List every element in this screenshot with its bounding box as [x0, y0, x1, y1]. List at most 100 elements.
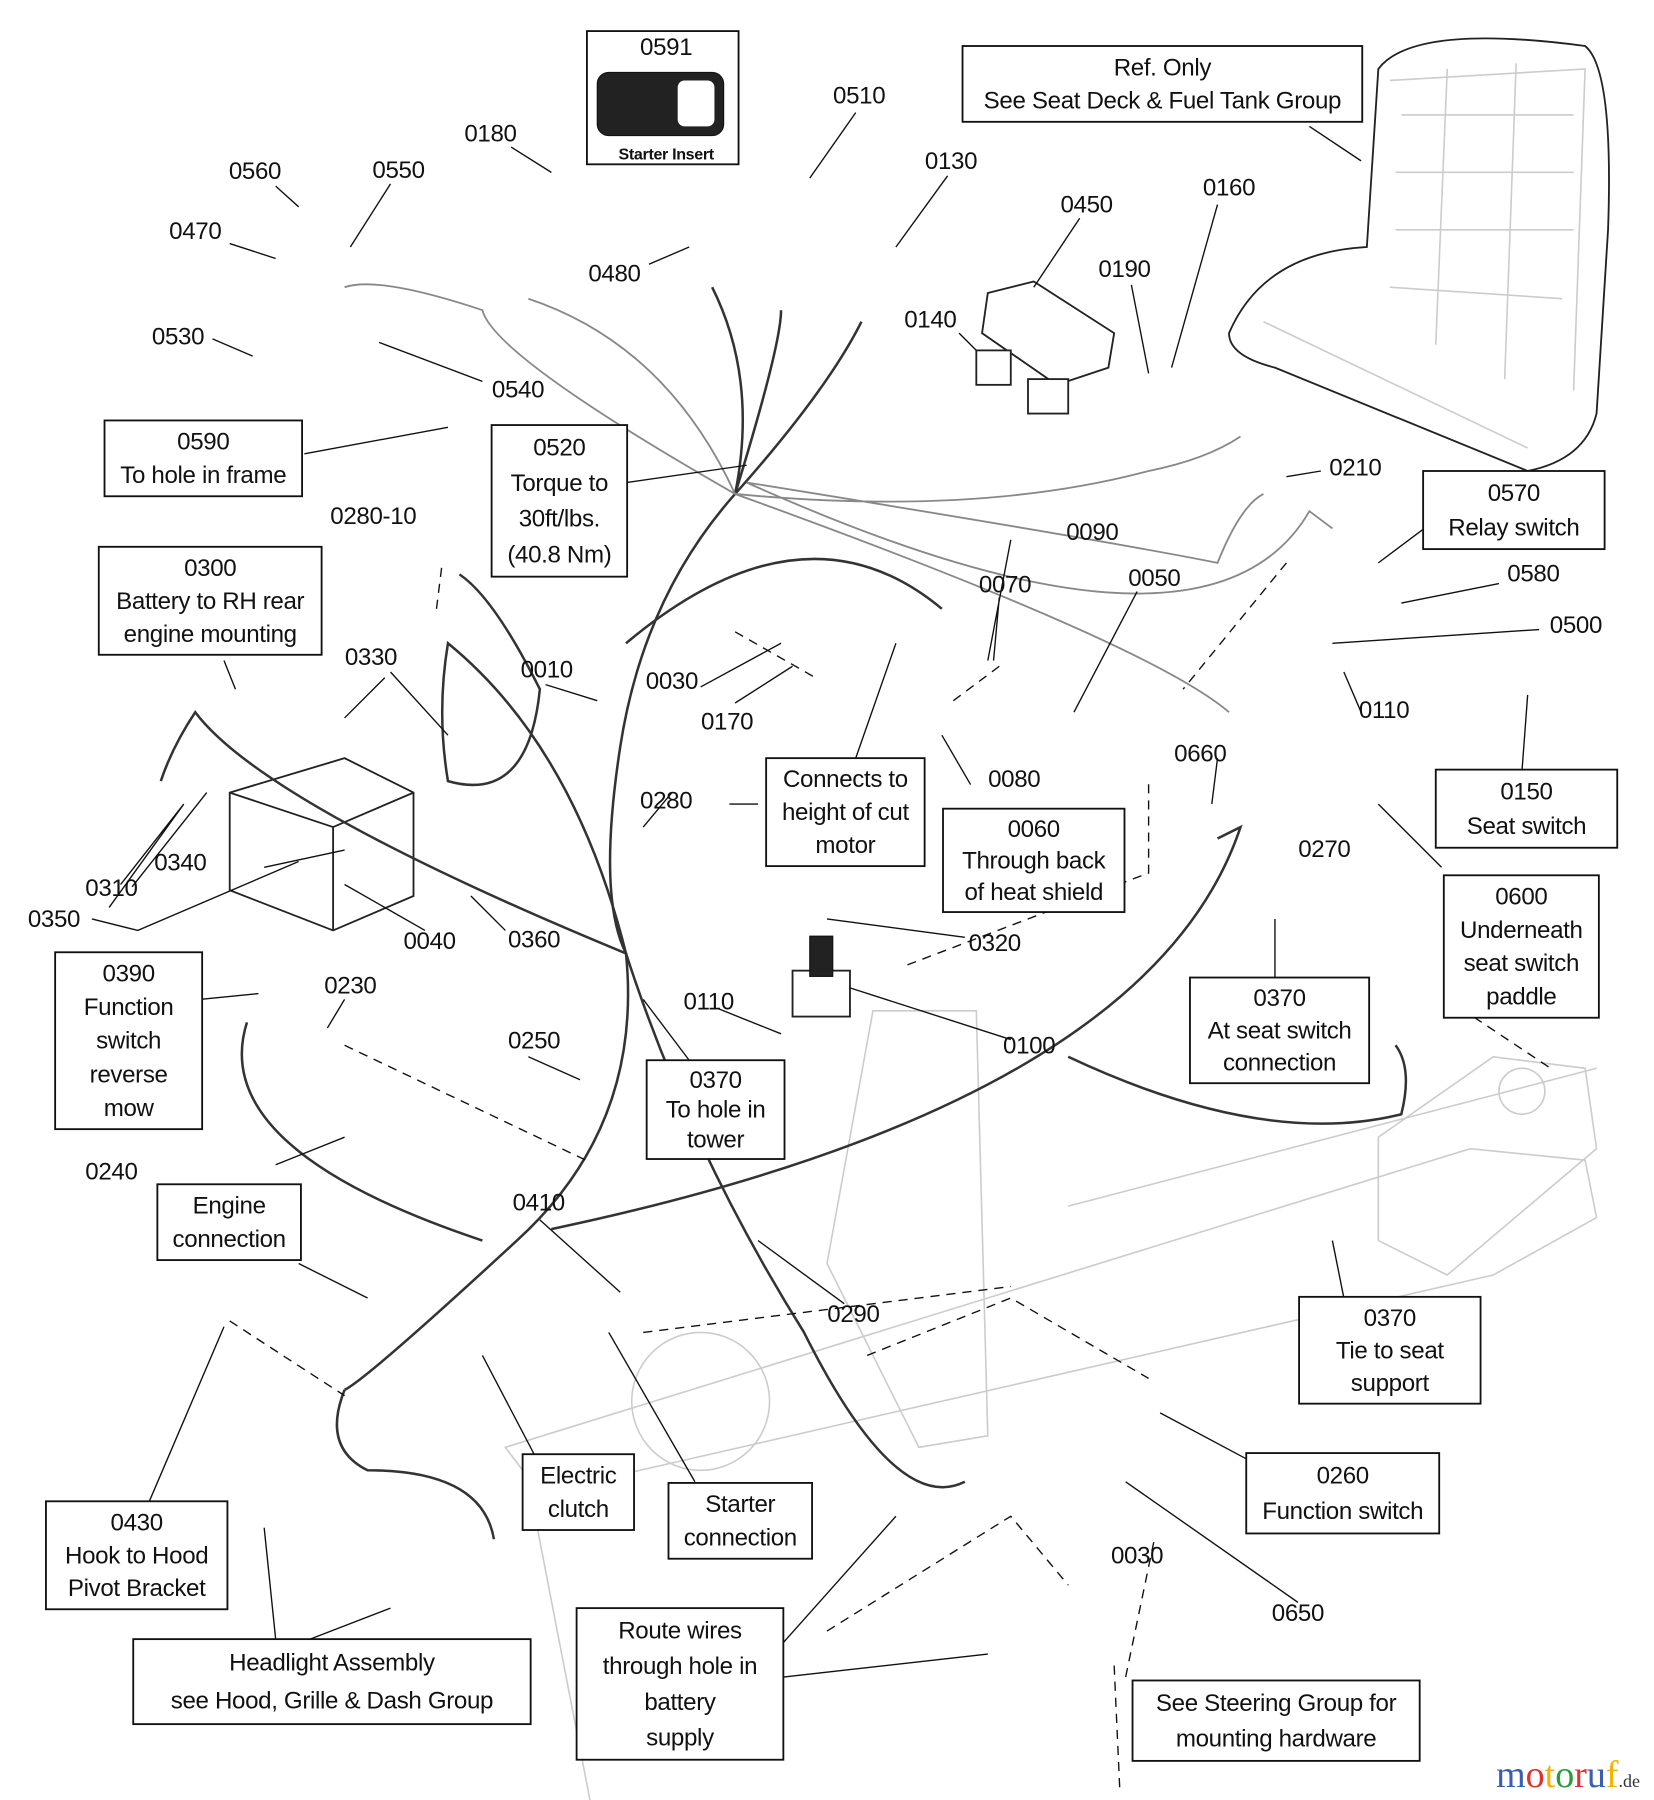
note-box: [1422, 470, 1606, 551]
watermark-letter: m: [1496, 1754, 1526, 1796]
note-line: 0390: [103, 961, 155, 988]
watermark-logo: motoruf.de: [1496, 1756, 1640, 1794]
part-callout-0650: 0650: [1272, 1600, 1324, 1627]
starter-insert-label: Starter Insert: [619, 146, 715, 164]
part-callout-0360: 0360: [508, 927, 560, 954]
part-callout-0190: 0190: [1098, 256, 1150, 283]
part-callout-0110: 0110: [683, 989, 733, 1016]
note-line: To hole in: [666, 1097, 766, 1124]
note-line: See Steering Group for: [1156, 1690, 1397, 1717]
starter-insert-decal: [586, 30, 740, 166]
note-line: Torque to: [511, 470, 608, 497]
note-line: 0060: [1008, 816, 1060, 843]
note-line: Function switch: [1262, 1498, 1423, 1525]
note-line: Starter: [705, 1491, 775, 1518]
note-line: motor: [815, 832, 875, 859]
note-line: mounting hardware: [1176, 1726, 1377, 1753]
note-line: 0370: [689, 1067, 741, 1094]
note-line: engine mounting: [124, 621, 297, 648]
note-line: Relay switch: [1448, 514, 1579, 541]
part-callout-0180: 0180: [464, 120, 516, 147]
part-callout-0330: 0330: [345, 644, 397, 671]
note-line: 0370: [1253, 985, 1305, 1012]
note-line: Hook to Hood: [65, 1542, 208, 1569]
part-callout-0660: 0660: [1174, 741, 1226, 768]
note-line: height of cut: [782, 799, 910, 826]
note-box: [961, 45, 1364, 123]
note-box: [1131, 1679, 1421, 1762]
note-line: Route wires: [618, 1618, 742, 1645]
part-callout-0270: 0270: [1298, 836, 1350, 863]
part-callout-0310: 0310: [85, 875, 137, 902]
part-callout-0210: 0210: [1329, 455, 1381, 482]
note-box: [942, 807, 1126, 913]
part-callout-0450: 0450: [1060, 192, 1112, 219]
note-line: 0370: [1364, 1305, 1416, 1332]
note-line: 0260: [1317, 1462, 1369, 1489]
note-box: [575, 1607, 785, 1761]
seat-icon: [1228, 37, 1610, 472]
part-callout-0160: 0160: [1203, 174, 1255, 201]
note-line: of heat shield: [964, 879, 1103, 906]
watermark-letter: t: [1544, 1754, 1556, 1796]
note-line: See Seat Deck & Fuel Tank Group: [984, 88, 1341, 115]
note-box: [156, 1183, 302, 1262]
watermark-letter: r: [1574, 1754, 1587, 1796]
part-callout-0090: 0090: [1066, 519, 1118, 546]
part-callout-0130: 0130: [925, 148, 977, 175]
note-line: paddle: [1486, 984, 1556, 1011]
leader-lines: [91, 112, 1552, 1792]
part-callout-0030: 0030: [646, 668, 698, 695]
part-callout-0470: 0470: [169, 218, 221, 245]
part-callout-0530: 0530: [152, 324, 204, 351]
note-line: tower: [687, 1127, 745, 1154]
part-callout-0240: 0240: [85, 1159, 137, 1186]
watermark-letter: o: [1555, 1754, 1575, 1796]
note-line: 0600: [1495, 884, 1547, 911]
note-line: connection: [684, 1525, 797, 1552]
note-line: supply: [646, 1724, 714, 1751]
note-line: switch: [96, 1028, 161, 1055]
instrument-panel-icon: [975, 280, 1116, 415]
part-callout-0480: 0480: [588, 260, 640, 287]
note-line: see Hood, Grille & Dash Group: [171, 1688, 493, 1715]
part-callout-0560: 0560: [229, 158, 281, 185]
part-callout-0580: 0580: [1507, 560, 1559, 587]
part-callout-0591: 0591: [640, 34, 692, 61]
note-box: [103, 419, 304, 498]
note-line: Seat switch: [1467, 813, 1587, 840]
note-line: (40.8 Nm): [507, 541, 611, 568]
part-callout-0290: 0290: [827, 1301, 879, 1328]
note-line: 0430: [111, 1509, 163, 1536]
note-box: [132, 1638, 532, 1726]
part-callout-0230: 0230: [324, 973, 376, 1000]
note-line: Pivot Bracket: [68, 1575, 206, 1602]
note-box: [54, 951, 204, 1131]
part-callout-0320: 0320: [969, 930, 1021, 957]
note-line: 30ft/lbs.: [519, 506, 600, 533]
note-line: Engine: [193, 1193, 266, 1220]
note-line: clutch: [548, 1496, 609, 1523]
note-line: 0300: [184, 555, 236, 582]
note-line: At seat switch: [1208, 1017, 1352, 1044]
part-callout-0170: 0170: [701, 708, 753, 735]
part-callout-0510: 0510: [833, 82, 885, 109]
note-box: [1189, 976, 1371, 1085]
part-callout-0500: 0500: [1550, 612, 1602, 639]
part-callout-0250: 0250: [508, 1028, 560, 1055]
note-line: Through back: [962, 847, 1107, 874]
part-callout-0070: 0070: [979, 572, 1031, 599]
watermark-suffix: .de: [1618, 1771, 1641, 1791]
note-box: [765, 757, 926, 868]
note-box: [645, 1059, 786, 1160]
part-callout-0040: 0040: [403, 928, 455, 955]
part-callout-0280-10: 0280-10: [330, 503, 416, 530]
watermark-letter: f: [1605, 1754, 1619, 1796]
watermark-letter: u: [1586, 1754, 1606, 1796]
note-line: 0590: [177, 429, 229, 456]
part-callout-0410: 0410: [513, 1190, 565, 1217]
battery-icon: [228, 757, 415, 932]
note-line: battery: [644, 1689, 716, 1716]
part-callout-0010: 0010: [521, 657, 573, 684]
